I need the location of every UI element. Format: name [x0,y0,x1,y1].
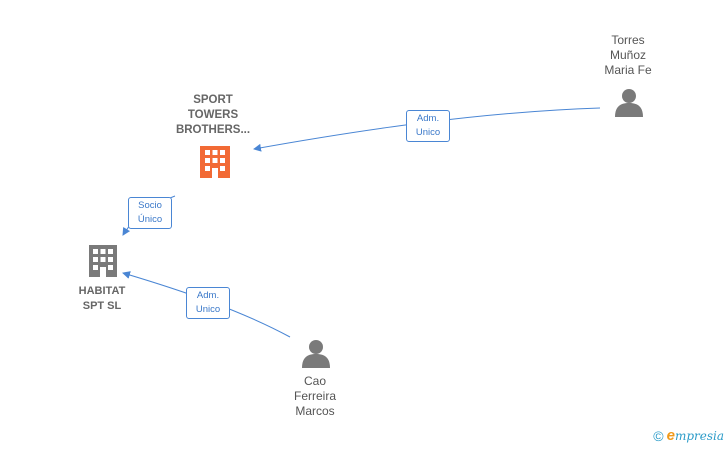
node-label-sport-towers[interactable]: SPORT TOWERS BROTHERS... [175,94,251,136]
node-label-torres[interactable]: Torres Muñoz Maria Fe [604,33,652,77]
edge-label-sport-towers-habitat: Socio Único [128,197,172,229]
brand-name-rest: mpresia [674,429,724,443]
edge-label-line2: Unico [415,127,441,138]
edge-label-cao-habitat: Adm. Unico [186,287,230,319]
node-label-cao[interactable]: Cao Ferreira Marcos [293,374,336,418]
edge-label-torres-sport-towers: Adm. Unico [406,110,450,142]
edge-label-line2: Único [137,214,163,225]
building-icon-sport-towers[interactable] [200,146,230,178]
edge-label-line1: Adm. [416,113,440,124]
person-icon-cao[interactable] [302,340,330,368]
edge-label-line1: Adm. [196,290,220,301]
copyright-symbol: © [653,427,664,444]
person-icon-torres[interactable] [615,89,643,117]
brand-name: empresia [667,427,724,444]
brand-watermark: © empresia [653,427,724,444]
edge-label-line1: Socio [138,200,162,211]
node-label-habitat[interactable]: HABITAT SPT SL [78,285,126,312]
edge-label-line2: Unico [195,304,221,315]
building-icon-habitat[interactable] [89,245,117,277]
brand-initial: e [666,427,675,444]
